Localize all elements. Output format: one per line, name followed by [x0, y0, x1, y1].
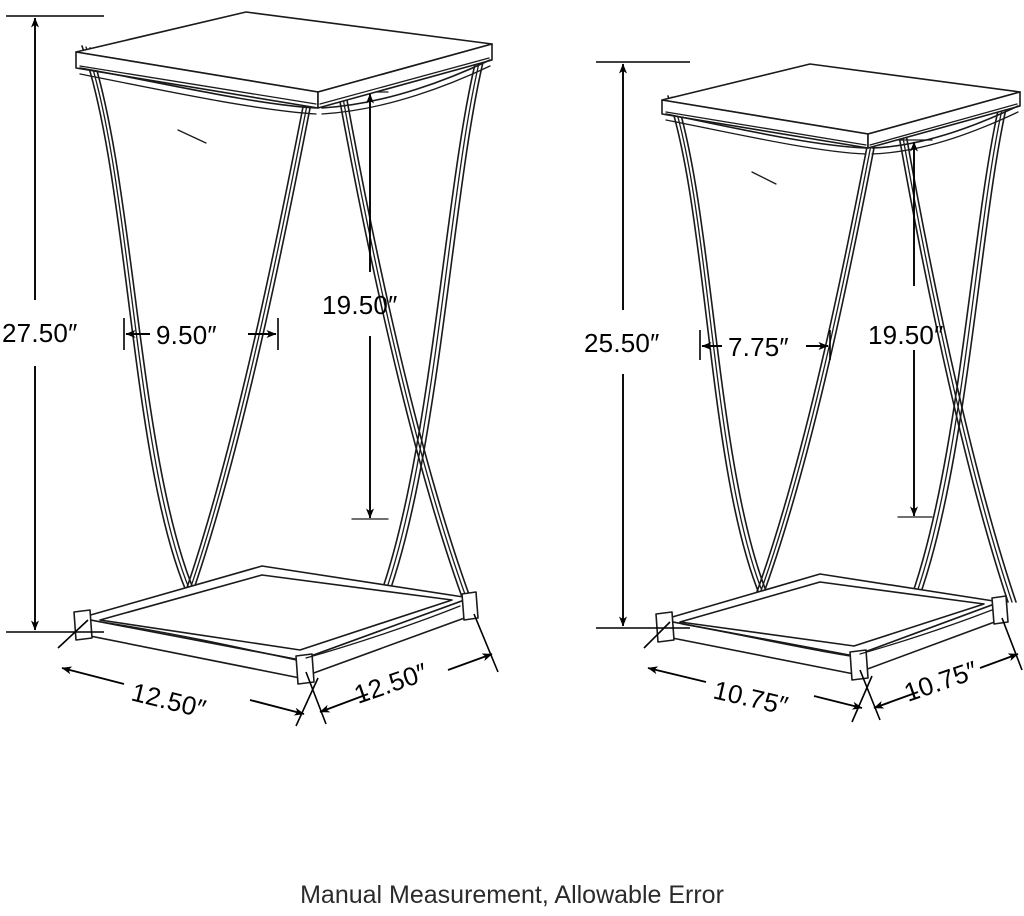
dimension-large-inner-height: 19.50″ — [322, 93, 397, 519]
small-leg-oval-right — [891, 95, 1017, 607]
dimension-label-large-base-width: 12.50″ — [350, 657, 431, 710]
dimension-label-small-height: 25.50″ — [584, 328, 659, 358]
small-table-drawing: 25.50″ 7.75″ 19.50″ — [584, 61, 1023, 723]
dimension-small-inner-height: 19.50″ — [868, 141, 943, 517]
dimension-label-small-width: 7.75″ — [728, 332, 789, 362]
footer-note: Manual Measurement, Allowable Error — [300, 881, 724, 909]
dimension-label-small-base-width: 10.75″ — [900, 655, 981, 708]
dimension-label-large-width: 9.50″ — [156, 320, 217, 350]
dimension-small-height: 25.50″ — [584, 61, 690, 629]
dimension-large-height: 27.50″ — [2, 15, 104, 633]
small-table-leg-frames — [667, 95, 1017, 607]
large-table-leg-frames — [81, 45, 487, 613]
dimension-label-small-inner-height: 19.50″ — [868, 320, 943, 350]
leg-oval-right — [329, 45, 487, 613]
small-table-top — [661, 63, 1021, 149]
dimension-label-large-inner-height: 19.50″ — [322, 290, 397, 320]
small-table-upper-braces — [665, 105, 1019, 155]
dimension-small-width: 7.75″ — [699, 330, 831, 362]
large-table-top — [75, 11, 493, 109]
large-table-drawing: 27.50″ 9.50″ 19.50″ — [2, 11, 499, 727]
large-table-upper-braces — [79, 59, 491, 115]
large-table-base — [73, 565, 479, 685]
small-table-base — [655, 573, 1009, 681]
dimension-label-small-base-depth: 10.75″ — [711, 675, 791, 721]
dimension-label-large-height: 27.50″ — [2, 318, 77, 348]
dimension-label-large-base-depth: 12.50″ — [129, 677, 209, 724]
dimension-large-width: 9.50″ — [123, 318, 279, 350]
